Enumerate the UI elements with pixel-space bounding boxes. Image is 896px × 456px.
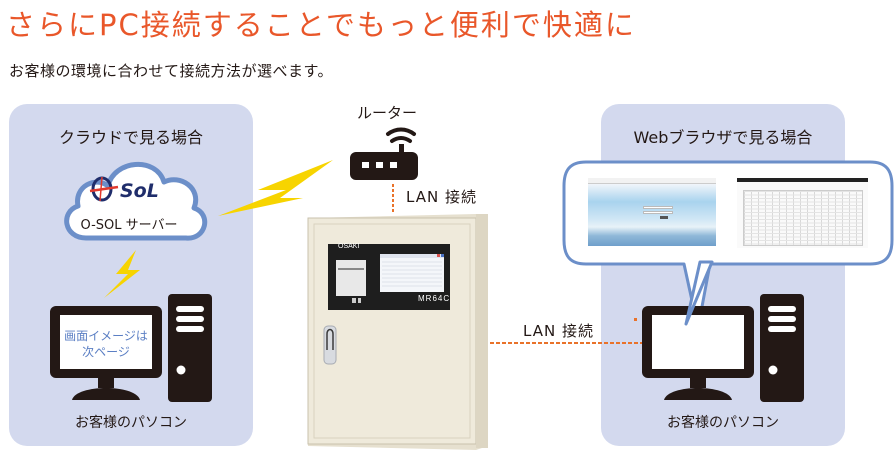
bubble-pointer [684,260,714,326]
left-pc-label: お客様のパソコン [75,415,187,431]
lan-line-horizontal [484,342,644,344]
router-icon [350,127,418,180]
device-brand-label: OSAKI [338,243,360,250]
page-subtitle: お客様の環境に合わせて接続方法が選べます。 [9,62,334,80]
o-sol-logo-icon: SoL [89,176,159,202]
data-table-grid [743,190,863,246]
login-button [660,216,668,219]
screen-note-line1: 画面イメージは [64,329,148,343]
browser-toolbar [588,178,716,184]
wireless-lightning-icon [218,160,333,216]
svg-text:SoL: SoL [120,180,159,202]
cloud-panel-title: クラウドで見る場合 [58,128,203,147]
browser-login-screenshot [588,178,716,246]
right-pc-label: お客様のパソコン [667,415,779,431]
customer-pc-icon [642,294,804,402]
device-model-label: MR64C [418,294,451,303]
page-title: さらにPC接続することでもっと便利で快適に [6,8,636,42]
wireless-lightning-icon [104,250,140,298]
customer-pc-icon [50,294,212,402]
lan-marker-dot [634,318,637,321]
o-sol-server-label: O-SOL サーバー [80,218,178,233]
password-field [643,211,673,214]
lan-connection-label-right: LAN 接続 [523,322,594,340]
screen-note-line2: 次ページ [82,345,130,359]
lan-connection-label-top: LAN 接続 [406,188,477,206]
login-field [643,206,673,209]
browser-data-table-screenshot [737,178,868,248]
router-label: ルーター [357,104,418,122]
web-panel-title: Webブラウザで見る場合 [633,128,813,147]
screen-image-note: 画面イメージは 次ページ [58,328,154,360]
browser-toolbar [737,178,868,182]
monitoring-device-cabinet [307,214,488,450]
